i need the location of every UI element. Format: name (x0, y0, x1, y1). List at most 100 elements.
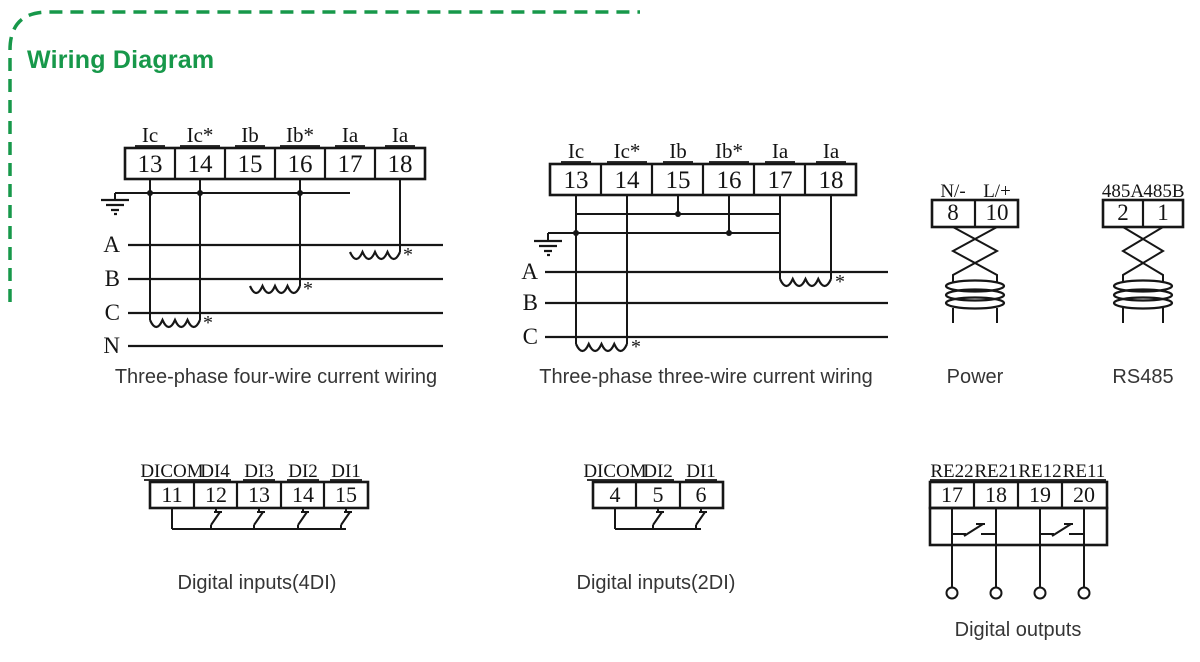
junction-dot (675, 211, 681, 217)
terminal-number: 6 (696, 482, 707, 507)
switch-contact-icon (297, 508, 309, 529)
terminal-number: 14 (188, 151, 214, 178)
polarity-asterisk: * (203, 312, 213, 334)
terminal-label: DI3 (244, 461, 274, 482)
terminal-label: RE22 (930, 461, 973, 482)
terminal-number: 10 (986, 200, 1009, 225)
terminal-number: 14 (292, 482, 314, 507)
phase-label: C (105, 300, 120, 325)
terminal-number: 2 (1117, 200, 1129, 225)
terminal-label: N/- (940, 181, 965, 202)
rs485-diagram: 485A 485B 2 1 RS485 (1101, 181, 1185, 388)
terminal-number: 4 (610, 482, 621, 507)
relay-housing-box (928, 506, 1109, 547)
phase-label: A (521, 259, 538, 284)
ct-coil-phase-a (348, 249, 402, 261)
terminal-label: L/+ (983, 181, 1011, 202)
phase-label: B (105, 266, 120, 291)
choke-coil (1112, 279, 1174, 293)
terminal-label: DICOM (140, 461, 203, 482)
terminal-block-separators (192, 482, 326, 508)
terminal-number: 5 (653, 482, 664, 507)
ct-coil-phase-c (574, 341, 629, 353)
terminal-label: 485B (1143, 181, 1184, 202)
terminal-number: 15 (238, 151, 263, 178)
terminal-label: DI2 (288, 461, 318, 482)
ct-secondary-wires (547, 195, 832, 344)
phase-label: A (103, 232, 120, 257)
output-wires (951, 508, 1085, 587)
terminal-label: RE11 (1063, 461, 1106, 482)
terminal-label: Ia (392, 123, 409, 147)
terminal-number: 15 (335, 482, 357, 507)
polarity-asterisk: * (403, 244, 413, 266)
polarity-asterisk: * (631, 336, 641, 358)
output-terminal-circle (945, 586, 959, 600)
terminal-label: Ia (342, 123, 359, 147)
terminal-label: Ib* (286, 123, 314, 147)
terminal-number: 18 (985, 482, 1007, 507)
terminal-label: RE12 (1018, 461, 1061, 482)
terminal-label: RE21 (974, 461, 1017, 482)
digital-inputs-4di-diagram: DICOM DI4 DI3 DI2 DI1 11 12 13 14 15 Dig… (140, 461, 370, 594)
choke-coil (944, 279, 1006, 293)
choke-coil (1112, 296, 1174, 310)
choke-coil (944, 288, 1006, 302)
terminal-label: Ic* (614, 139, 641, 163)
junction-dot (573, 230, 579, 236)
diagram-caption: Three-phase four-wire current wiring (115, 366, 437, 388)
junction-dot (297, 190, 303, 196)
diagram-caption: RS485 (1112, 366, 1173, 388)
choke-coil (944, 296, 1006, 310)
terminal-number: 16 (717, 167, 742, 194)
terminal-number: 1 (1157, 200, 1169, 225)
terminal-label: Ib (669, 139, 687, 163)
terminal-label: Ib* (715, 139, 743, 163)
terminal-label: Ic (568, 139, 584, 163)
relay-contact-icon (1040, 523, 1084, 537)
switch-contact-icon (695, 508, 707, 529)
terminal-label: DI1 (686, 461, 716, 482)
four-wire-diagram: Ic Ic* Ib Ib* Ia Ia 13 14 15 16 17 18 A … (101, 123, 443, 388)
terminal-label: Ia (823, 139, 840, 163)
common-bus-wire (614, 508, 701, 530)
diagram-caption: Three-phase three-wire current wiring (539, 366, 872, 388)
twisted-pair-wires (950, 226, 1000, 283)
phase-label: B (523, 290, 538, 315)
terminal-number: 16 (288, 151, 313, 178)
page-title: Wiring Diagram (27, 46, 215, 74)
output-terminal-circle (1033, 586, 1047, 600)
diagram-caption: Digital inputs(2DI) (577, 572, 736, 594)
ct-coil-phase-c (148, 317, 202, 329)
output-terminal-circle (989, 586, 1003, 600)
choke-coil (1112, 288, 1174, 302)
ct-coil-phase-b (248, 283, 302, 295)
switch-contact-icon (253, 508, 265, 529)
phase-lines (545, 270, 888, 339)
terminal-block-separators (634, 482, 682, 508)
switch-contact-icon (340, 508, 352, 529)
terminal-number: 15 (666, 167, 691, 194)
power-diagram: N/- L/+ 8 10 Power (930, 181, 1020, 388)
terminal-block-separators (972, 482, 1064, 508)
terminal-label: 485A (1102, 181, 1145, 202)
terminal-number: 18 (819, 167, 844, 194)
dashed-border (8, 10, 640, 302)
terminal-number: 20 (1073, 482, 1095, 507)
terminal-label: DI2 (643, 461, 673, 482)
terminal-number: 8 (947, 200, 959, 225)
terminal-number: 18 (388, 151, 413, 178)
switch-contact-icon (210, 508, 222, 529)
terminal-number: 13 (564, 167, 589, 194)
terminal-block-separators (599, 164, 807, 195)
terminal-number: 17 (768, 167, 793, 194)
terminal-number: 14 (615, 167, 641, 194)
twisted-pair-wires (1121, 226, 1165, 283)
terminal-label: Ic* (187, 123, 214, 147)
terminal-number: 13 (138, 151, 163, 178)
terminal-label: DICOM (583, 461, 646, 482)
terminal-number: 11 (161, 482, 182, 507)
phase-label: C (523, 324, 538, 349)
three-wire-diagram: Ic Ic* Ib Ib* Ia Ia 13 14 15 16 17 18 A … (521, 139, 888, 388)
